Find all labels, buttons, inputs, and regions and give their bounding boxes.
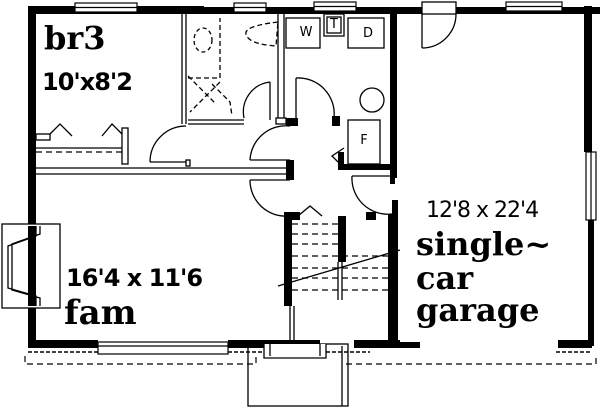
entry-stoop [247,343,349,407]
br3-dimensions: 10'x8'2 [42,68,133,96]
garage-name-line3: garage [416,291,540,329]
stairs [277,205,401,344]
garage-dimensions: 12'8 x 22'4 [426,198,539,223]
laundry [285,13,390,170]
overhang-line [24,356,597,365]
furnace-label: F [360,133,368,148]
windows [74,1,597,355]
br3-room-name: br3 [44,19,106,57]
bathroom [187,14,298,126]
hall-doors [249,1,457,217]
washer-label: W [299,25,313,40]
tub-label: T [330,17,338,32]
fam-dimensions: 16'4 x 11'6 [66,264,203,292]
dryer-label: D [362,26,373,41]
br3-interior [35,14,294,180]
fam-room-name: fam [64,293,137,333]
garage-name-line2: car [416,259,474,297]
fireplace [1,223,61,309]
garage-name-line1: single~ [416,225,552,263]
